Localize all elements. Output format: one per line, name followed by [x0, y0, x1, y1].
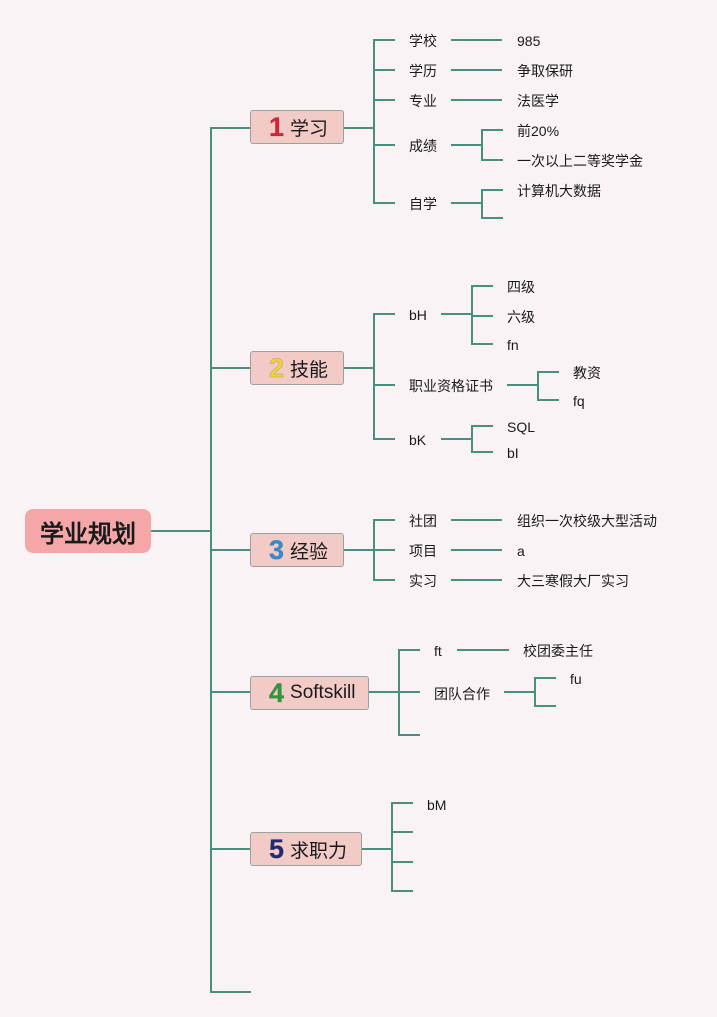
topic-teamwork[interactable]: 团队合作 — [434, 686, 490, 702]
branch-number-5: 5 — [269, 833, 285, 864]
topic-internship[interactable]: 实习 — [409, 573, 437, 589]
root-node[interactable]: 学业规划 — [25, 509, 151, 553]
leaf-fn[interactable]: fn — [507, 337, 519, 353]
leaf-a[interactable]: a — [517, 543, 525, 559]
topic-project[interactable]: 项目 — [409, 543, 437, 559]
branch-label: 学习 — [290, 118, 329, 140]
topic-school[interactable]: 学校 — [409, 33, 437, 49]
leaf-cet4[interactable]: 四级 — [507, 279, 535, 295]
branch-number-1: 1 — [269, 111, 285, 142]
branch-number-4: 4 — [269, 677, 285, 708]
leaf-cet6[interactable]: 六级 — [507, 309, 535, 325]
branch-node-experience[interactable]: 3 经验 — [250, 533, 344, 567]
branch-node-skills[interactable]: 2 技能 — [250, 351, 344, 385]
leaf-forensics[interactable]: 法医学 — [517, 93, 559, 109]
topic-selfstudy[interactable]: 自学 — [409, 196, 437, 212]
branch-node-study[interactable]: 1 学习 — [250, 110, 344, 144]
leaf-fu[interactable]: fu — [570, 671, 582, 687]
leaf-big-company-intern[interactable]: 大三寒假大厂实习 — [517, 573, 629, 589]
branch-label: 经验 — [290, 541, 329, 563]
topic-club[interactable]: 社团 — [409, 513, 437, 529]
branch-number-2: 2 — [269, 352, 285, 383]
leaf-bi[interactable]: bI — [507, 445, 519, 461]
branch-number-3: 3 — [269, 534, 285, 565]
leaf-fq[interactable]: fq — [573, 393, 585, 409]
leaf-sql[interactable]: SQL — [507, 419, 536, 435]
topic-ft[interactable]: ft — [434, 643, 442, 659]
topic-major[interactable]: 专业 — [409, 93, 437, 109]
leaf-top20[interactable]: 前20% — [517, 123, 560, 139]
leaf-scholarship[interactable]: 一次以上二等奖学金 — [517, 153, 643, 169]
branch-label: 技能 — [290, 359, 329, 381]
topic-degree[interactable]: 学历 — [409, 63, 437, 79]
branch-label: Softskill — [290, 682, 356, 703]
branch-node-softskill[interactable]: 4 Softskill — [250, 676, 369, 710]
branch-node-job-readiness[interactable]: 5 求职力 — [250, 832, 362, 866]
leaf-teacher-cert[interactable]: 教资 — [573, 365, 601, 381]
leaf-985[interactable]: 985 — [517, 33, 541, 49]
leaf-postgrad[interactable]: 争取保研 — [517, 63, 573, 79]
topic-bk[interactable]: bK — [409, 432, 427, 448]
topic-grades[interactable]: 成绩 — [409, 138, 437, 154]
leaf-league-director[interactable]: 校团委主任 — [523, 643, 593, 659]
topic-bh[interactable]: bH — [409, 307, 427, 323]
root-label: 学业规划 — [40, 520, 136, 548]
topic-bm[interactable]: bM — [427, 797, 447, 813]
branch-label: 求职力 — [290, 840, 348, 862]
topic-certificates[interactable]: 职业资格证书 — [409, 378, 493, 394]
leaf-organize-event[interactable]: 组织一次校级大型活动 — [517, 513, 657, 529]
leaf-bigdata[interactable]: 计算机大数据 — [517, 183, 601, 199]
